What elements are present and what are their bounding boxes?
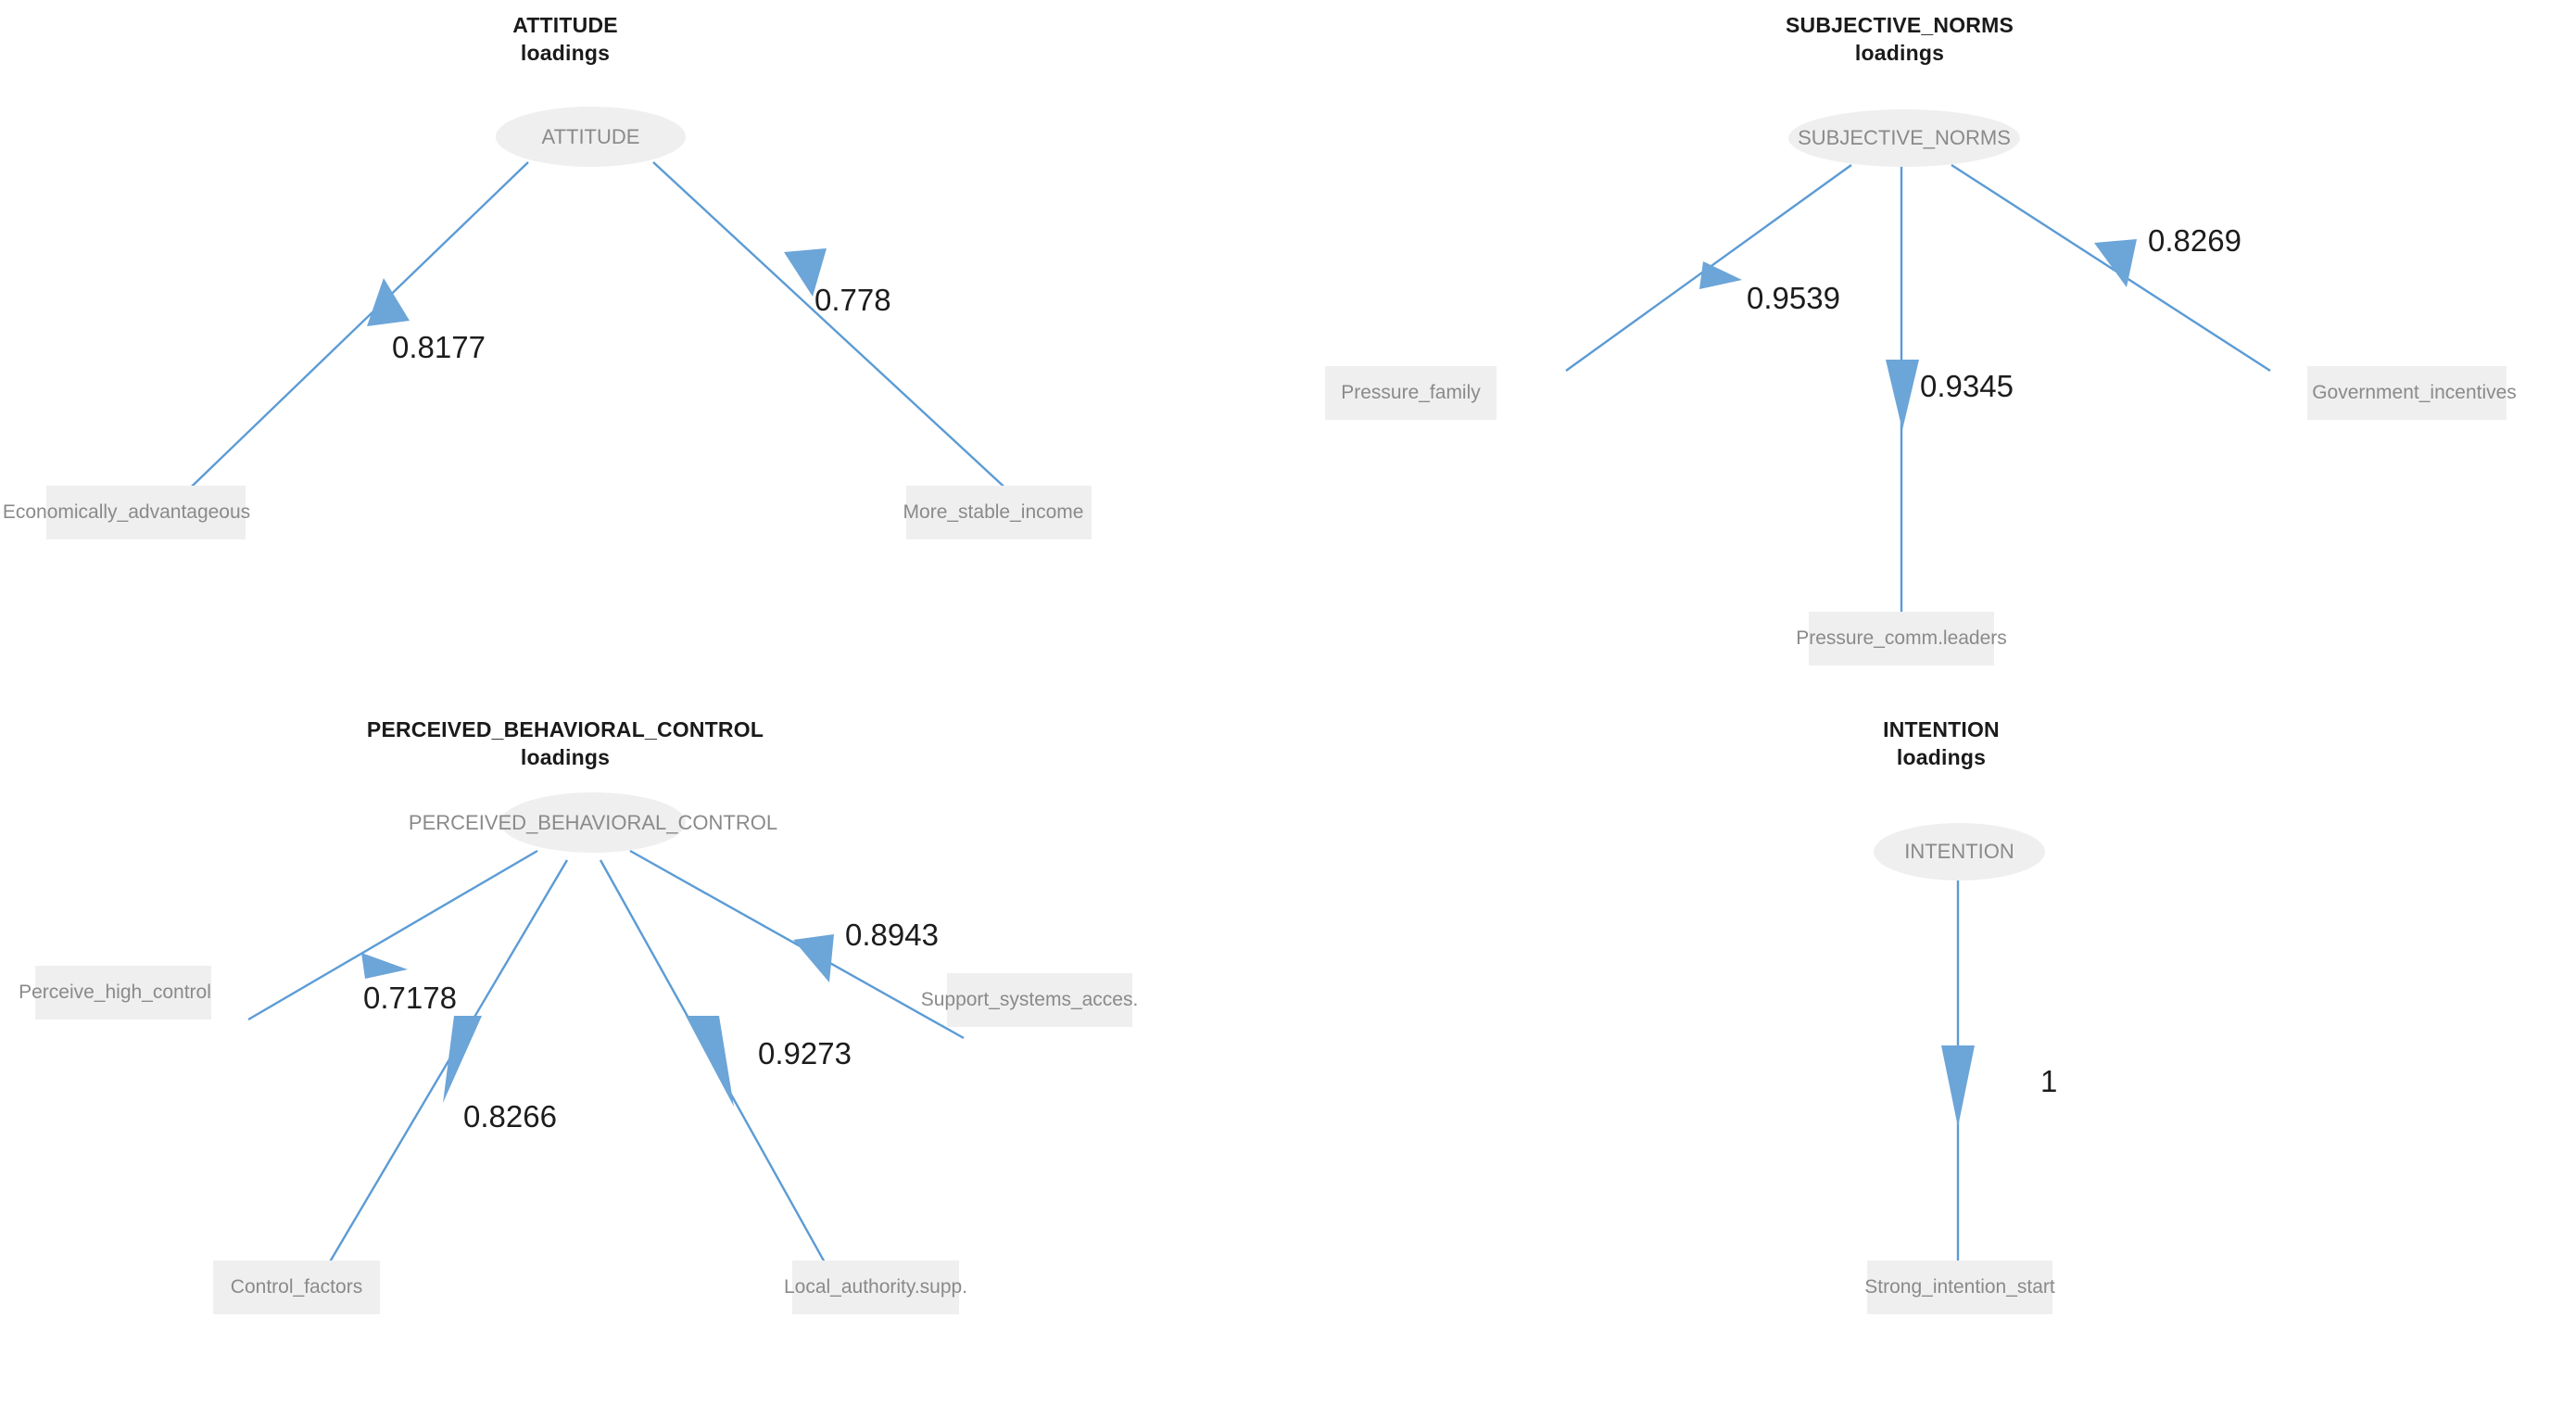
edge-label-sn-0: 0.9539	[1747, 281, 1840, 315]
observed-node-government-incentives-label: Government_incentives	[2312, 382, 2517, 403]
edge-arrowhead-sn-2	[2094, 239, 2137, 287]
observed-node-pressure-family-label: Pressure_family	[1341, 382, 1481, 403]
panel-attitude-title: ATTITUDE loadings	[426, 11, 704, 67]
edge-label-attitude-1: 0.778	[814, 283, 891, 317]
panel-pbc-title-line2: loadings	[520, 745, 611, 769]
panel-subjective-norms-title-line2: loadings	[1854, 41, 1945, 65]
edge-label-pbc-3: 0.8943	[845, 918, 939, 952]
observed-node-economically-advantageous-label: Economically_advantageous	[2, 501, 251, 523]
panel-subjective-norms: SUBJECTIVE_NORMS loadings SUBJECTIVE_NOR…	[1288, 0, 2576, 704]
latent-node-attitude-label: ATTITUDE	[541, 124, 640, 148]
panel-perceived-behavioral-control: PERCEIVED_BEHAVIORAL_CONTROL loadings PE…	[0, 704, 1288, 1406]
latent-node-subjective-norms[interactable]: SUBJECTIVE_NORMS	[1788, 109, 2020, 167]
edge-label-pbc-1: 0.8266	[463, 1099, 557, 1134]
edge-arrowhead-pbc-1	[443, 1016, 482, 1103]
panel-intention-title-line2: loadings	[1896, 745, 1987, 769]
panel-attitude-title-line2: loadings	[520, 41, 611, 65]
edge-line-pbc-1	[318, 859, 569, 1280]
observed-node-more-stable-income-label: More_stable_income	[903, 501, 1084, 523]
latent-node-intention[interactable]: INTENTION	[1874, 823, 2045, 880]
latent-node-pbc-label: PERCEIVED_BEHAVIORAL_CONTROL	[408, 810, 778, 834]
edge-arrowhead-pbc-3	[793, 934, 834, 982]
edge-line-pbc-3	[629, 849, 965, 1040]
observed-node-control-factors-label: Control_factors	[230, 1276, 363, 1298]
observed-node-more-stable-income[interactable]: More_stable_income	[903, 486, 1092, 539]
edge-arrowhead-intention-0	[1941, 1045, 1975, 1127]
edge-arrowhead-attitude-1	[784, 248, 827, 297]
edge-line-pbc-0	[247, 849, 538, 1021]
observed-node-local-authority-supp-label: Local_authority.supp.	[783, 1276, 968, 1298]
edge-label-attitude-0: 0.8177	[392, 330, 486, 364]
observed-node-pressure-comm-leaders-label: Pressure_comm.leaders	[1796, 627, 2007, 649]
edge-line-attitude-0	[171, 161, 529, 506]
panel-subjective-norms-title-line1: SUBJECTIVE_NORMS	[1785, 13, 2014, 37]
panel-intention-title: INTENTION loadings	[1830, 716, 2052, 771]
edge-arrowhead-sn-1	[1886, 360, 1919, 430]
panel-pbc-title-line1: PERCEIVED_BEHAVIORAL_CONTROL	[366, 717, 764, 741]
edge-arrowhead-attitude-0	[367, 278, 410, 326]
observed-node-control-factors[interactable]: Control_factors	[213, 1260, 380, 1314]
observed-node-pressure-comm-leaders[interactable]: Pressure_comm.leaders	[1796, 612, 2007, 665]
observed-node-support-systems-acces[interactable]: Support_systems_acces.	[921, 973, 1138, 1027]
latent-node-subjective-norms-label: SUBJECTIVE_NORMS	[1798, 126, 2011, 149]
latent-node-attitude[interactable]: ATTITUDE	[496, 107, 686, 167]
edge-label-pbc-2: 0.9273	[758, 1036, 852, 1070]
observed-node-strong-intention-start-label: Strong_intention_start	[1864, 1276, 2055, 1298]
panel-pbc-title: PERCEIVED_BEHAVIORAL_CONTROL loadings	[334, 716, 797, 771]
edge-label-pbc-0: 0.7178	[363, 981, 457, 1015]
observed-node-support-systems-acces-label: Support_systems_acces.	[920, 989, 1139, 1010]
observed-node-perceive-high-control-label: Perceive_high_control	[19, 982, 211, 1003]
panel-pbc-edges	[247, 849, 965, 1280]
observed-node-government-incentives[interactable]: Government_incentives	[2307, 366, 2517, 420]
observed-node-economically-advantageous[interactable]: Economically_advantageous	[3, 486, 250, 539]
panel-intention-edges	[1941, 880, 1975, 1284]
edge-label-intention-0: 1	[2040, 1064, 2058, 1098]
observed-node-perceive-high-control[interactable]: Perceive_high_control	[19, 966, 211, 1020]
edge-line-attitude-1	[652, 161, 1025, 506]
edge-label-sn-1: 0.9345	[1920, 369, 2014, 403]
observed-node-strong-intention-start[interactable]: Strong_intention_start	[1864, 1260, 2055, 1314]
panel-attitude-edges	[171, 161, 1025, 506]
observed-node-pressure-family[interactable]: Pressure_family	[1325, 366, 1496, 420]
panel-intention-title-line1: INTENTION	[1883, 717, 2000, 741]
panel-intention: INTENTION loadings INTENTION Strong_inte…	[1288, 704, 2576, 1406]
panel-attitude: ATTITUDE loadings ATTITUDE Economically_…	[0, 0, 1288, 704]
latent-node-perceived-behavioral-control[interactable]: PERCEIVED_BEHAVIORAL_CONTROL	[409, 792, 777, 853]
panel-subjective-norms-edges	[1565, 163, 2271, 635]
latent-node-intention-label: INTENTION	[1904, 840, 2014, 863]
panel-subjective-norms-title: SUBJECTIVE_NORMS loadings	[1714, 11, 2085, 67]
edge-arrowhead-pbc-2	[686, 1016, 734, 1107]
panel-attitude-title-line1: ATTITUDE	[512, 13, 618, 37]
edge-line-sn-2	[1951, 163, 2271, 373]
edge-arrowhead-pbc-0	[361, 953, 408, 979]
edge-arrowhead-sn-0	[1699, 261, 1742, 289]
edge-label-sn-2: 0.8269	[2148, 223, 2241, 258]
observed-node-local-authority-supp[interactable]: Local_authority.supp.	[784, 1260, 967, 1314]
